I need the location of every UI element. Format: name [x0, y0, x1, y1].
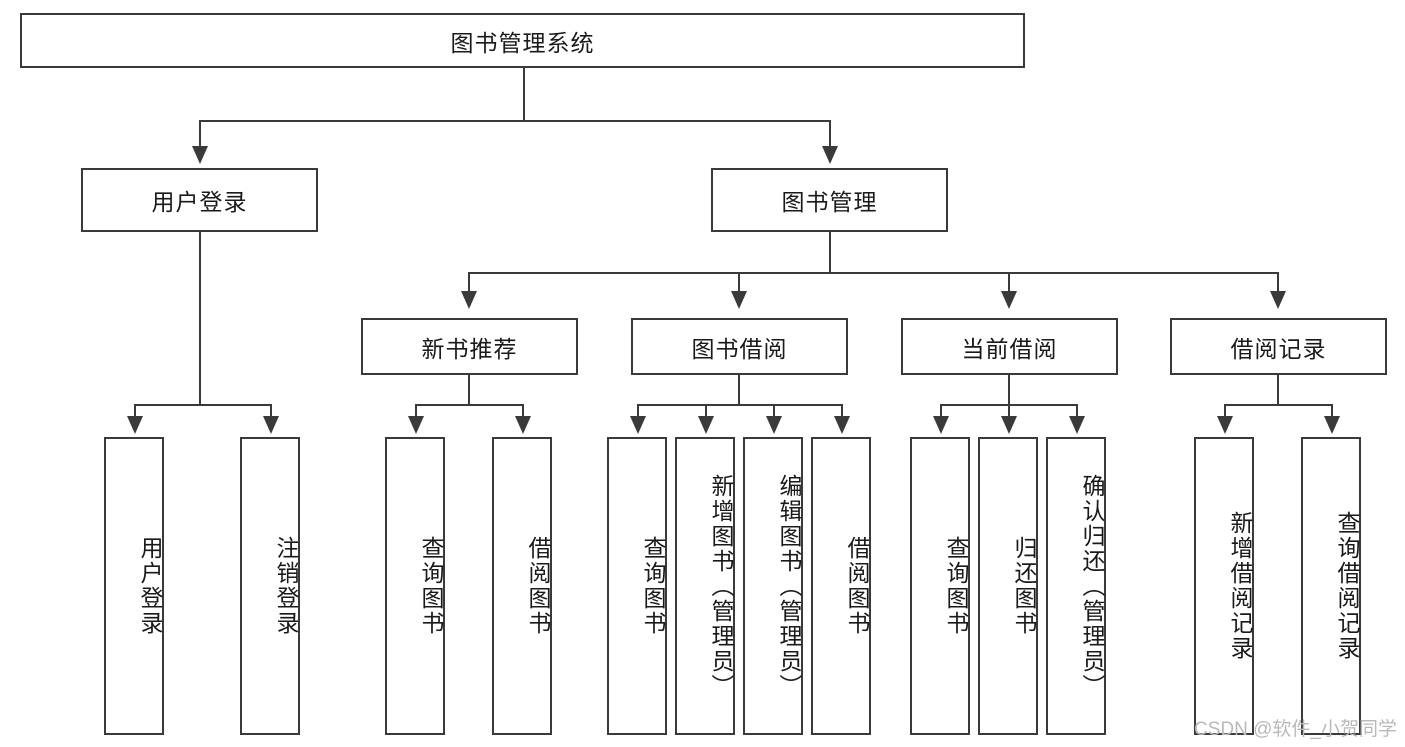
node-borrow-record[interactable]: 借阅记录 — [1170, 318, 1387, 375]
connector-user-login-to-leaf-1 — [134, 404, 136, 418]
connector-root-to-user-login — [199, 120, 201, 148]
connector-user-login-to-leaf-2 — [270, 404, 272, 418]
connector-new-book-rec-stem — [468, 375, 470, 405]
arrow-new-book-rec-to-leaf-2 — [515, 416, 531, 434]
connector-current-borrow-stem — [1008, 375, 1010, 405]
node-leaf-logout[interactable]: 注销登录 — [240, 437, 300, 735]
node-book-borrow-label: 图书借阅 — [691, 335, 788, 362]
node-leaf-query-book-1-label: 查询图书 — [418, 536, 444, 636]
node-leaf-add-book-label: 新增图书（管理员） — [708, 473, 734, 699]
connector-current-borrow-to-leaf-1 — [940, 404, 942, 418]
node-leaf-borrow-book-2[interactable]: 借阅图书 — [811, 437, 871, 735]
node-leaf-query-book-3[interactable]: 查询图书 — [910, 437, 970, 735]
connector-new-book-rec-to-leaf-1 — [415, 404, 417, 418]
csdn-watermark: CSDN @软件_小贺同学 — [1194, 719, 1397, 740]
node-new-book-rec-label: 新书推荐 — [421, 335, 518, 362]
connector-book-mgmt-to-current-borrow — [1008, 272, 1010, 293]
node-leaf-confirm-return-label: 确认归还（管理员） — [1079, 473, 1105, 699]
arrow-root-to-book-mgmt — [822, 146, 838, 164]
arrow-book-mgmt-to-new-book-rec — [461, 291, 477, 309]
arrow-current-borrow-to-leaf-3 — [1069, 416, 1085, 434]
arrow-root-to-user-login — [192, 146, 208, 164]
connector-new-book-rec-to-leaf-2 — [522, 404, 524, 418]
arrow-book-mgmt-to-current-borrow — [1001, 291, 1017, 309]
arrow-new-book-rec-to-leaf-1 — [408, 416, 424, 434]
node-root[interactable]: 图书管理系统 — [20, 13, 1025, 68]
node-new-book-rec[interactable]: 新书推荐 — [361, 318, 578, 375]
connector-book-mgmt-bus — [468, 272, 1279, 274]
connector-current-borrow-to-leaf-2 — [1008, 404, 1010, 418]
node-leaf-add-record[interactable]: 新增借阅记录 — [1194, 437, 1254, 735]
connector-book-borrow-to-leaf-1 — [637, 404, 639, 418]
node-leaf-add-book[interactable]: 新增图书（管理员） — [675, 437, 735, 735]
connector-borrow-record-stem — [1277, 375, 1279, 405]
arrow-borrow-record-to-leaf-2 — [1324, 416, 1340, 434]
node-leaf-query-book-1[interactable]: 查询图书 — [385, 437, 445, 735]
arrow-book-borrow-to-leaf-2 — [698, 416, 714, 434]
connector-current-borrow-to-leaf-3 — [1076, 404, 1078, 418]
node-book-mgmt[interactable]: 图书管理 — [711, 168, 948, 232]
node-current-borrow[interactable]: 当前借阅 — [901, 318, 1118, 375]
node-leaf-return-book-label: 归还图书 — [1011, 536, 1037, 636]
connector-borrow-record-to-leaf-2 — [1331, 404, 1333, 418]
node-leaf-borrow-book-2-label: 借阅图书 — [844, 536, 870, 636]
connector-book-borrow-to-leaf-4 — [841, 404, 843, 418]
connector-borrow-record-bus — [1224, 404, 1332, 406]
node-leaf-borrow-book-1[interactable]: 借阅图书 — [492, 437, 552, 735]
node-book-borrow[interactable]: 图书借阅 — [631, 318, 848, 375]
arrow-book-mgmt-to-book-borrow — [731, 291, 747, 309]
node-current-borrow-label: 当前借阅 — [961, 335, 1058, 362]
connector-root-bus — [199, 120, 831, 122]
node-leaf-add-record-label: 新增借阅记录 — [1227, 511, 1253, 661]
node-borrow-record-label: 借阅记录 — [1230, 335, 1327, 362]
connector-book-mgmt-to-book-borrow — [738, 272, 740, 293]
node-leaf-logout-label: 注销登录 — [273, 536, 299, 636]
node-book-mgmt-label: 图书管理 — [781, 189, 878, 215]
node-leaf-query-book-3-label: 查询图书 — [943, 536, 969, 636]
connector-book-mgmt-to-new-book-rec — [468, 272, 470, 293]
arrow-book-mgmt-to-borrow-record — [1270, 291, 1286, 309]
connector-root-stem — [523, 68, 525, 121]
arrow-book-borrow-to-leaf-4 — [834, 416, 850, 434]
connector-book-mgmt-stem — [829, 232, 831, 273]
connector-book-borrow-to-leaf-3 — [773, 404, 775, 418]
node-root-label: 图书管理系统 — [450, 29, 595, 56]
node-leaf-edit-book-label: 编辑图书（管理员） — [776, 473, 802, 699]
node-leaf-return-book[interactable]: 归还图书 — [978, 437, 1038, 735]
node-leaf-confirm-return[interactable]: 确认归还（管理员） — [1046, 437, 1106, 735]
node-user-login[interactable]: 用户登录 — [81, 168, 318, 232]
node-leaf-borrow-book-1-label: 借阅图书 — [525, 536, 551, 636]
arrow-user-login-to-leaf-2 — [263, 416, 279, 434]
node-leaf-query-record[interactable]: 查询借阅记录 — [1301, 437, 1361, 735]
node-leaf-edit-book[interactable]: 编辑图书（管理员） — [743, 437, 803, 735]
connector-book-mgmt-to-borrow-record — [1277, 272, 1279, 293]
connector-new-book-rec-bus — [415, 404, 523, 406]
connector-book-borrow-stem — [738, 375, 740, 405]
connector-root-to-book-mgmt — [829, 120, 831, 148]
connector-user-login-bus — [134, 404, 271, 406]
arrow-current-borrow-to-leaf-1 — [933, 416, 949, 434]
connector-book-borrow-bus — [637, 404, 842, 406]
connector-borrow-record-to-leaf-1 — [1224, 404, 1226, 418]
node-leaf-user-login-label: 用户登录 — [137, 536, 163, 636]
node-leaf-query-book-2[interactable]: 查询图书 — [607, 437, 667, 735]
connector-book-borrow-to-leaf-2 — [705, 404, 707, 418]
arrow-current-borrow-to-leaf-2 — [1001, 416, 1017, 434]
node-leaf-query-book-2-label: 查询图书 — [640, 536, 666, 636]
node-user-login-label: 用户登录 — [151, 189, 248, 215]
arrow-book-borrow-to-leaf-3 — [766, 416, 782, 434]
node-leaf-user-login[interactable]: 用户登录 — [104, 437, 164, 735]
arrow-book-borrow-to-leaf-1 — [630, 416, 646, 434]
connector-user-login-stem — [199, 232, 201, 405]
arrow-user-login-to-leaf-1 — [127, 416, 143, 434]
arrow-borrow-record-to-leaf-1 — [1217, 416, 1233, 434]
node-leaf-query-record-label: 查询借阅记录 — [1334, 511, 1360, 661]
